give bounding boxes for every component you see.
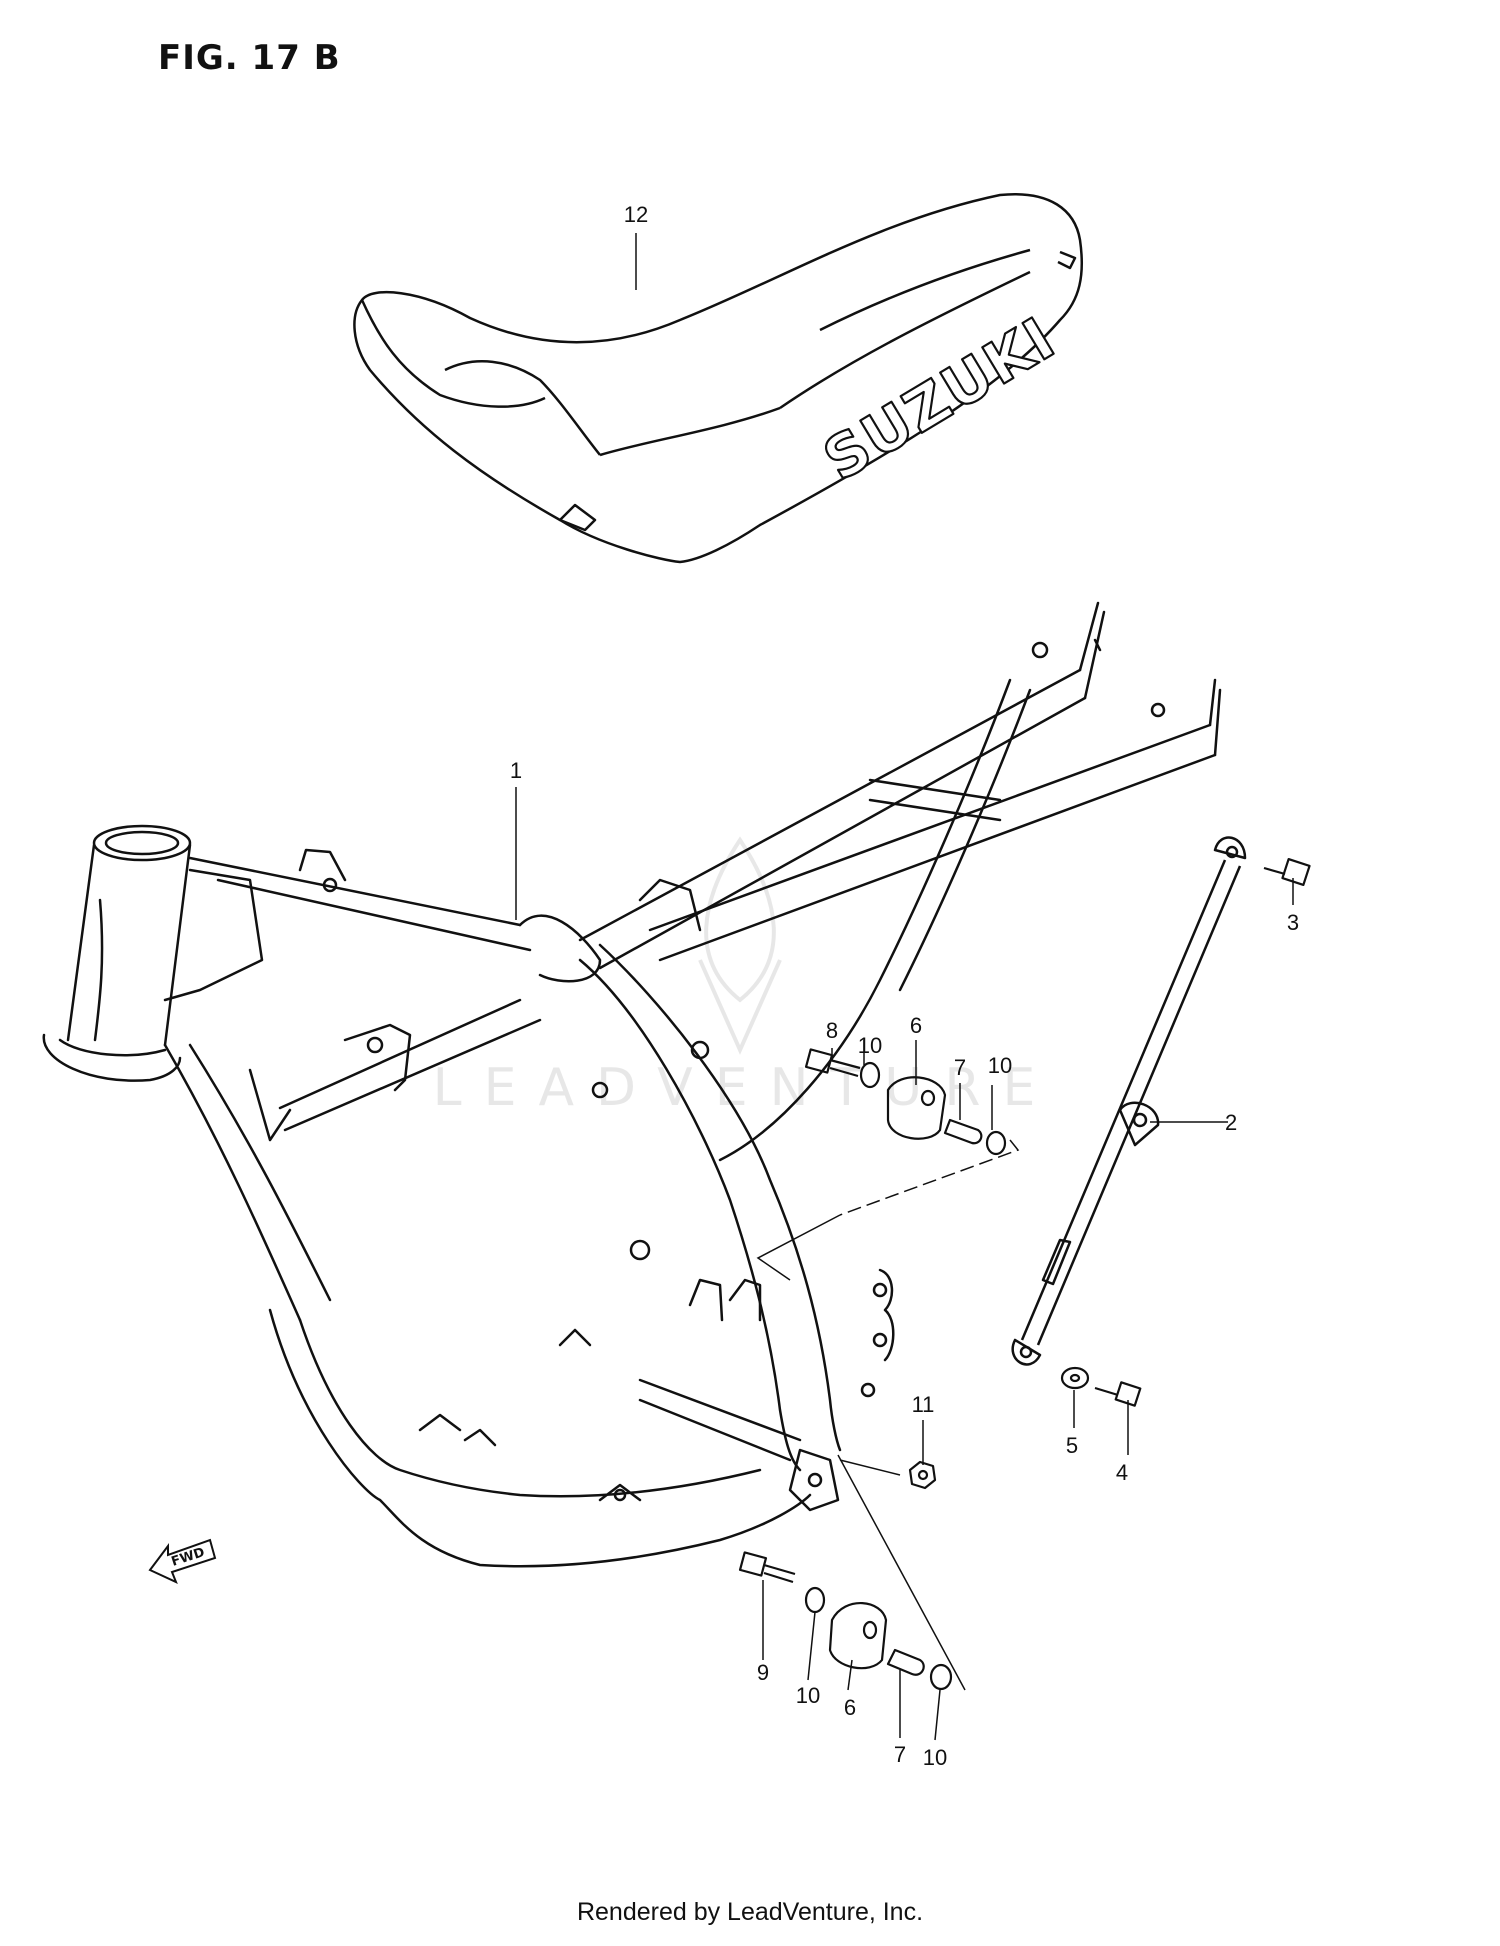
seat: SUZUKI [353, 192, 1084, 564]
callout-10-d: 10 [923, 1745, 947, 1770]
callout-10-a: 10 [858, 1033, 882, 1058]
callout-11: 11 [912, 1392, 935, 1417]
nut-11 [908, 1460, 937, 1490]
bolt-8 [804, 1048, 861, 1078]
callout-2: 2 [1225, 1110, 1237, 1135]
callout-leaders [515, 233, 1294, 1741]
hardware [738, 857, 1311, 1691]
bolt-4 [1094, 1381, 1142, 1407]
callout-7-upper: 7 [954, 1055, 966, 1080]
callout-6-upper: 6 [910, 1013, 922, 1038]
callout-7-lower: 7 [894, 1742, 906, 1767]
callout-6-lower: 6 [844, 1695, 856, 1720]
callout-10-c: 10 [796, 1683, 820, 1708]
bolt-3 [1263, 857, 1311, 887]
assembly-lines [756, 1139, 1020, 1691]
callout-3: 3 [1287, 910, 1299, 935]
bushing-6-upper [886, 1076, 947, 1140]
callout-12: 12 [624, 202, 648, 227]
callout-4: 4 [1116, 1460, 1128, 1485]
bushing-6-lower [828, 1602, 888, 1670]
render-credit: Rendered by LeadVenture, Inc. [576, 1898, 924, 1926]
callout-10-b: 10 [988, 1053, 1012, 1078]
seat-brand-logo: SUZUKI [811, 302, 1068, 495]
callout-9: 9 [757, 1660, 769, 1685]
callout-labels: 1 2 3 4 5 6 6 7 7 8 9 10 10 10 10 11 12 [510, 202, 1299, 1770]
washer-5 [1060, 1366, 1090, 1390]
strut-bar [1011, 836, 1247, 1366]
main-frame [42, 601, 1222, 1568]
figure-title: FIG. 17 B [158, 38, 341, 78]
callout-1: 1 [510, 758, 522, 783]
callout-5: 5 [1066, 1433, 1078, 1458]
callout-8: 8 [826, 1018, 838, 1043]
bolt-9 [738, 1551, 796, 1584]
forward-arrow: FWD [148, 1538, 217, 1584]
seat-brand-text: SUZUKI [812, 304, 1067, 494]
